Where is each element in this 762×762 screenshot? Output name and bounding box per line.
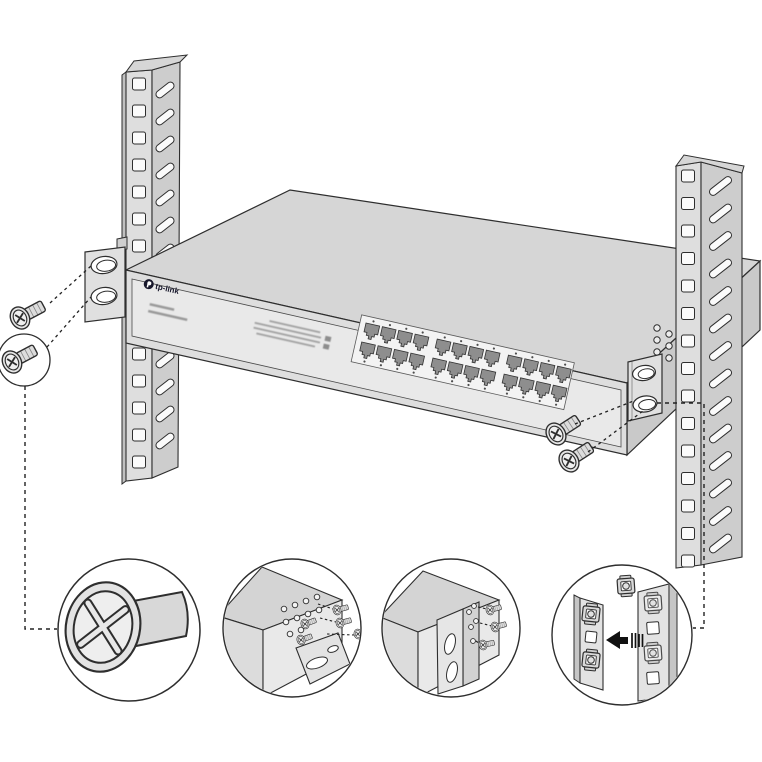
callout-phillips-screw-closeup [57, 558, 201, 702]
cage-nut [643, 591, 663, 615]
insert-arrow-icon [606, 631, 644, 649]
rj45-port [501, 373, 519, 392]
screw [353, 628, 360, 640]
cage-nut [581, 602, 601, 626]
callout-cage-nut-insertion [551, 564, 693, 706]
rj45-port [467, 345, 485, 364]
rj45-port [396, 329, 413, 348]
rj45-port [550, 384, 568, 403]
screw [9, 300, 46, 330]
rj45-port [375, 345, 393, 363]
screw [332, 604, 349, 616]
screw [558, 441, 595, 473]
screw [545, 414, 582, 446]
right-rack-rail [674, 154, 745, 569]
rj45-port [451, 342, 468, 360]
rj45-port [359, 341, 376, 360]
callout-bracket-screws-exploded [222, 558, 362, 698]
rj45-port [505, 354, 523, 373]
rj45-port [379, 326, 397, 344]
spec-label-blurred [253, 320, 332, 350]
screw [478, 639, 495, 651]
right-mounting-bracket [627, 353, 663, 422]
bracket-flange [462, 601, 480, 687]
model-text-blurred [147, 303, 188, 322]
screw [296, 633, 313, 646]
screw [300, 617, 317, 630]
screw [485, 604, 502, 616]
left-mounting-bracket [84, 236, 128, 323]
rj45-port [408, 352, 426, 371]
cage-nut [581, 648, 601, 672]
rj45-port [363, 322, 381, 340]
port-grid [350, 314, 575, 411]
rj45-port [412, 333, 430, 352]
rj45-port [538, 362, 556, 380]
rj45-port [518, 377, 535, 395]
right-rail-side-flange [700, 161, 743, 566]
rj45-port [392, 348, 409, 367]
callout-bracket-attached [381, 558, 521, 698]
rj45-port [430, 357, 448, 376]
cert-mark-icon [324, 335, 332, 342]
right-rail-square-holes [681, 169, 695, 568]
cert-mark-icon [322, 343, 330, 350]
mounting-screws [1, 300, 595, 473]
rj45-port [434, 338, 452, 357]
side-panel-holes [653, 324, 673, 362]
right-rail-slot-holes [708, 176, 733, 554]
cage-nuts [581, 574, 663, 672]
rj45-port [479, 368, 497, 387]
side-panel-screw-holes [280, 593, 323, 638]
cage-nut [643, 641, 663, 665]
rj45-port [463, 364, 480, 383]
rj45-port [522, 358, 539, 376]
switch: tp-link [124, 189, 762, 457]
rj45-port [446, 361, 464, 379]
phillips-cross-icon [76, 598, 130, 656]
rj45-port [483, 349, 501, 368]
rj45-port [534, 381, 552, 399]
callout1-connector [24, 386, 57, 630]
screw [490, 621, 507, 633]
cage-nut [616, 574, 636, 598]
rj45-port [555, 365, 572, 384]
screw [1, 344, 38, 374]
screw [335, 617, 352, 629]
guide-dashes [24, 265, 705, 630]
